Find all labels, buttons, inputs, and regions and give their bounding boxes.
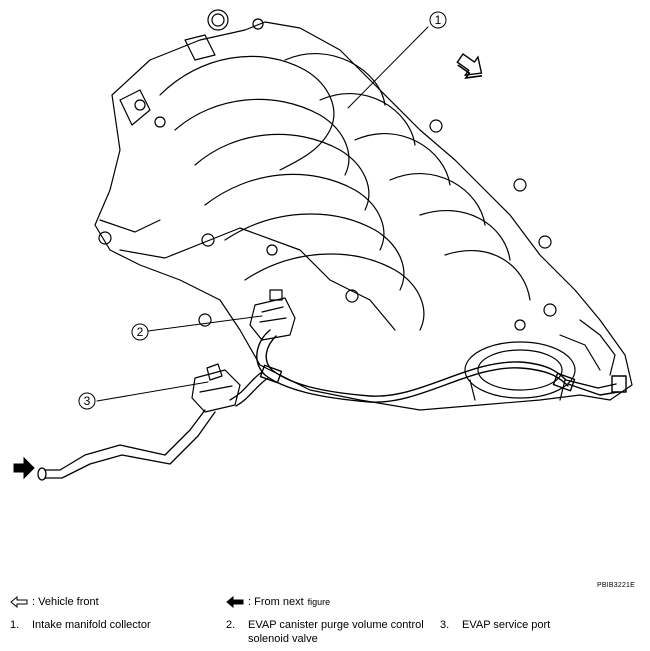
leader-line-3 xyxy=(96,381,209,402)
item-1-text: Intake manifold collector xyxy=(32,619,151,631)
callout-2-label: 2 xyxy=(137,325,144,339)
list-item-1: 1. Intake manifold collector xyxy=(10,618,151,632)
solid-arrow-left-icon xyxy=(226,596,244,608)
list-item-2: 2. EVAP canister purge volume control sole… xyxy=(226,618,424,646)
intake-manifold-illustration: 1 2 3 xyxy=(13,9,633,481)
leader-line-2 xyxy=(147,315,263,332)
callout-3: 3 xyxy=(78,392,96,410)
item-3-text: EVAP service port xyxy=(462,619,551,631)
item-2-number: 2. xyxy=(226,619,236,631)
evap-service-port xyxy=(191,363,241,413)
solid-arrow-right-icon xyxy=(13,456,35,480)
item-3-number: 3. xyxy=(440,619,450,631)
legend-vehicle-front-label: : Vehicle front xyxy=(32,596,99,608)
legend-from-next: : From next figure xyxy=(226,596,330,608)
legend-from-next-label: : From next xyxy=(248,596,304,608)
intake-manifold-collector xyxy=(94,9,633,411)
hollow-arrow-down-right-icon xyxy=(456,53,483,79)
evap-tube-lower xyxy=(37,371,269,481)
legend-vehicle-front: : Vehicle front xyxy=(10,596,99,608)
list-item-3: 3. EVAP service port xyxy=(440,618,550,632)
callout-1-label: 1 xyxy=(435,13,442,27)
callout-1: 1 xyxy=(429,11,447,29)
evap-hose xyxy=(256,329,627,403)
callout-2: 2 xyxy=(131,323,149,341)
item-2-text-line2: solenoid valve xyxy=(248,633,318,645)
purge-solenoid-valve xyxy=(249,289,296,341)
item-1-number: 1. xyxy=(10,619,20,631)
leader-line-1 xyxy=(347,26,429,109)
item-2-text-line1: EVAP canister purge volume control xyxy=(248,619,424,631)
hollow-arrow-left-icon xyxy=(10,596,28,608)
callout-3-label: 3 xyxy=(84,394,91,408)
figure-code: PBIB3221E xyxy=(597,582,635,589)
legend-from-next-suffix: figure xyxy=(307,597,331,607)
